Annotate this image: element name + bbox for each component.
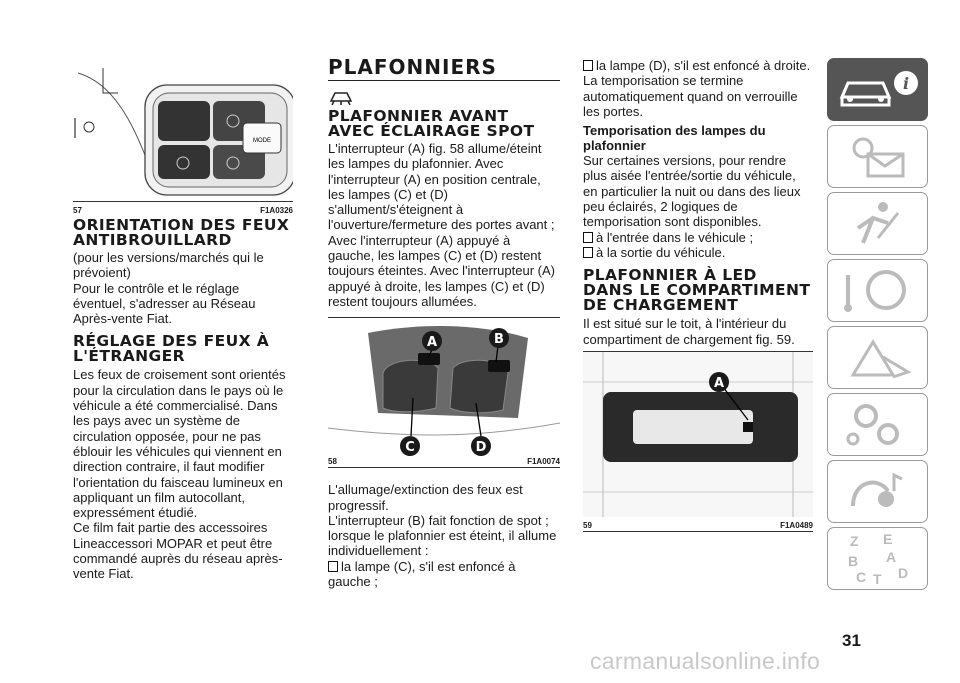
watermark: carmanualsonline.info (590, 648, 821, 674)
figure-59: A 59 F1A0489 (583, 350, 813, 532)
paragraph: Pour le contrôle et le réglage éventuel,… (73, 280, 256, 327)
heading-reglage-feux: RÉGLAGE DES FEUX À L'ÉTRANGER (73, 332, 270, 366)
callout-label-b: B (489, 328, 509, 349)
index-letter: T (873, 571, 882, 587)
paragraph: Sur certaines versions, pour rendre plus… (583, 153, 801, 230)
bullet-item: à l'entrée dans le véhicule ; (583, 230, 813, 245)
column-right: la lampe (D), s'il est enfoncé à droite.… (583, 0, 813, 532)
section-title-plafonniers: PLAFONNIERS (328, 55, 497, 79)
callout-label-a: A (709, 371, 729, 392)
bullet-item: à la sortie du véhicule. (583, 245, 813, 260)
bullet-item: la lampe (D), s'il est enfoncé à droite. (583, 58, 813, 73)
figure-number: 58 (328, 457, 337, 467)
steering-wheel-icon (844, 270, 906, 312)
tab-index[interactable]: Z E B A C T D (827, 527, 928, 590)
tab-driving[interactable] (827, 259, 928, 322)
figure-number: 59 (583, 520, 592, 530)
figure-code: F1A0074 (527, 457, 560, 467)
tab-emergency[interactable] (827, 326, 928, 389)
figure-57-caption: 57 F1A0326 (73, 206, 293, 215)
multimedia-icon (851, 472, 903, 507)
fog-light-switch-illustration: MODE (74, 68, 296, 196)
column-middle: PLAFONNIERS PLAFONNIER AVANT AVEC ÉCLAIR… (327, 0, 561, 590)
tab-dashboard[interactable] (827, 125, 928, 188)
paragraph: L'interrupteur (A) fig. 58 allume/éteint… (328, 141, 555, 309)
index-letter: D (898, 565, 908, 581)
paragraph: Les feux de croisement sont orientés pou… (73, 367, 286, 521)
index-letter: E (883, 531, 892, 547)
svg-text:A: A (427, 335, 437, 350)
index-letter: Z (850, 533, 859, 549)
tab-maintenance[interactable] (827, 393, 928, 456)
heading-orientation-feux: ORIENTATION DES FEUX ANTIBROUILLARD (73, 216, 290, 249)
tab-car-info[interactable]: i (827, 58, 928, 121)
page-number: 31 (842, 631, 861, 650)
maintenance-gears-icon (846, 404, 899, 446)
front-ceiling-light-illustration: A B C D (327, 326, 561, 457)
mode-label: MODE (253, 138, 271, 144)
figure-58: A B C D 58 F1A0074 (327, 317, 561, 469)
svg-text:A: A (714, 376, 724, 391)
car-info-icon: i (839, 71, 918, 107)
figure-number: 57 (73, 206, 82, 215)
dashboard-lights-icon (852, 137, 905, 178)
figure-59-caption: 59 F1A0489 (583, 521, 813, 532)
title-rule (328, 80, 560, 81)
paragraph: Ce film fait partie des accessoires Line… (73, 520, 283, 582)
heading-plafonnier-avant: PLAFONNIER AVANT AVEC ÉCLAIRAGE SPOT (328, 107, 535, 140)
paragraph: (pour les versions/marchés qui le prévoi… (73, 250, 264, 281)
callout-label-d: D (471, 436, 491, 457)
figure-code: F1A0489 (780, 520, 813, 530)
ceiling-light-icon (328, 87, 560, 106)
bullet-item: la lampe (C), s'il est enfoncé à gauche … (328, 558, 516, 590)
svg-text:B: B (494, 332, 504, 347)
checkbox-bullet-icon (583, 246, 593, 258)
index-letter: B (848, 553, 858, 569)
checkbox-bullet-icon (583, 231, 593, 243)
paragraph: L'interrupteur (B) fait fonction de spot… (328, 512, 557, 559)
svg-text:i: i (903, 74, 909, 93)
callout-label-a: A (422, 331, 442, 352)
heading-temporisation: Temporisation des lampes du plafonnier (583, 123, 766, 154)
alphabetical-index-icon: Z E B A C T D (848, 531, 908, 587)
figure-57: MODE 57 F1A0326 (73, 63, 296, 215)
figure-58-caption: 58 F1A0074 (328, 457, 560, 469)
tab-multimedia[interactable] (827, 460, 928, 523)
index-letter: C (856, 569, 866, 585)
airbag-seat-icon (856, 202, 900, 244)
checkbox-bullet-icon (583, 60, 593, 71)
paragraph: Il est situé sur le toit, à l'intérieur … (583, 316, 795, 347)
checkbox-bullet-icon (328, 560, 338, 572)
heading-plafonnier-led: PLAFONNIER À LED DANS LE COMPARTIMENT DE… (583, 266, 811, 315)
index-letter: A (886, 549, 896, 565)
callout-label-c: C (400, 436, 420, 457)
paragraph: L'allumage/extinction des feux est progr… (328, 482, 523, 513)
cargo-led-light-illustration: A (583, 351, 813, 517)
tab-safety[interactable] (827, 192, 928, 255)
svg-text:C: C (405, 440, 415, 455)
column-left: MODE 57 F1A0326 ORIENTATION DES FEUX ANT… (73, 0, 296, 582)
warning-triangle-icon (850, 339, 912, 379)
paragraph: La temporisation se termine automatiquem… (583, 73, 798, 119)
svg-text:D: D (476, 440, 487, 455)
figure-code: F1A0326 (260, 206, 293, 215)
